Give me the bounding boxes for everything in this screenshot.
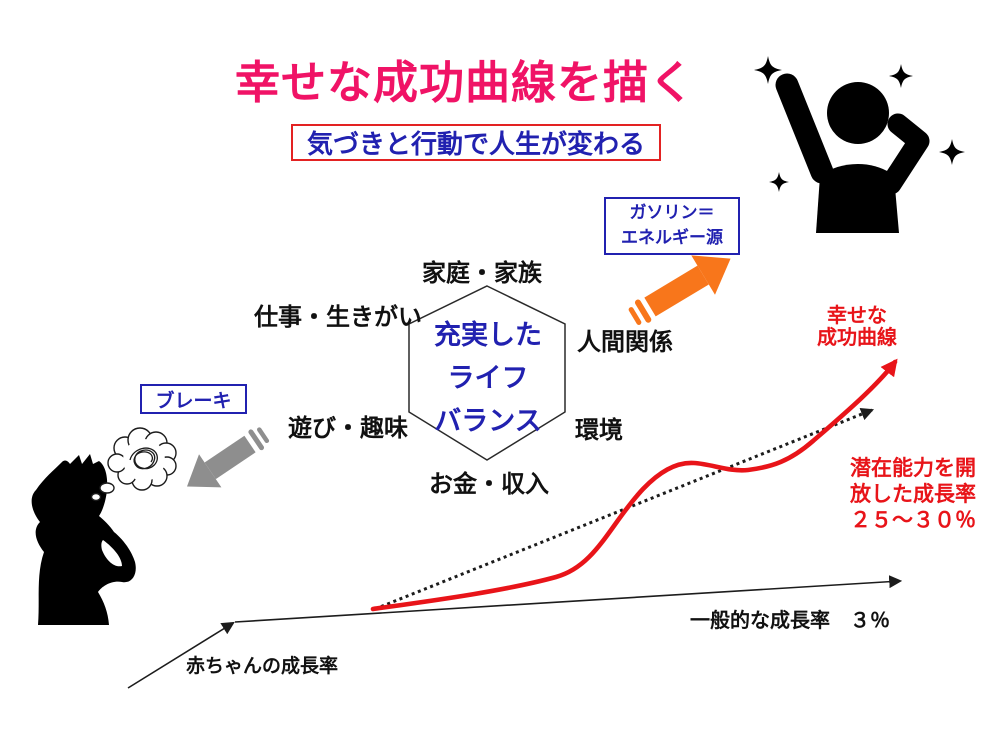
thought-bubble-icon <box>90 427 177 502</box>
baby-growth-line <box>127 621 235 689</box>
happy-curve-label: 幸せな 成功曲線 <box>817 304 897 348</box>
subtitle-box: 気づきと行動で人生が変わる <box>291 124 661 161</box>
page-title: 幸せな成功曲線を描く <box>234 56 696 109</box>
happy-curve-line2: 成功曲線 <box>817 325 897 349</box>
hexagon-center-line2: ライフ <box>447 363 529 394</box>
sparkle-icon <box>889 64 913 88</box>
brake-arrow-icon <box>186 427 270 488</box>
sparkle-icon <box>939 139 965 165</box>
happy-curve-line1: 幸せな <box>827 303 887 327</box>
sparkle-icon <box>769 172 789 192</box>
factor-family-label: 家庭・家族 <box>422 259 542 287</box>
general-growth-label: 一般的な成長率 ３％ <box>690 608 890 632</box>
gasoline-callout-box: ガソリン＝ エネルギー源 <box>604 197 740 255</box>
brake-label: ブレーキ <box>155 389 232 412</box>
gasoline-line1: ガソリン＝ <box>629 203 715 223</box>
hexagon-center-line3: バランス <box>434 406 542 437</box>
potential-line3: ２５～３０％ <box>850 508 976 532</box>
celebrating-person-icon <box>754 56 965 233</box>
potential-line2: 放した成長率 <box>850 482 976 506</box>
life-balance-hexagon <box>408 285 566 461</box>
baby-growth-label: 赤ちゃんの成長率 <box>186 655 339 677</box>
energy-arrow-icon <box>628 255 731 325</box>
general-growth-line <box>234 575 903 623</box>
happy-success-curve <box>370 358 898 612</box>
factor-money-label: お金・収入 <box>429 470 549 498</box>
brake-callout-box: ブレーキ <box>140 384 247 414</box>
factor-play-label: 遊び・趣味 <box>288 414 408 442</box>
confused-person-icon <box>31 454 136 625</box>
factor-work-label: 仕事・生きがい <box>254 303 422 331</box>
factor-relationships-label: 人間関係 <box>577 328 673 356</box>
potential-line1: 潜在能力を開 <box>850 456 976 480</box>
factor-environment-label: 環境 <box>575 416 623 444</box>
potential-growth-label: 潜在能力を開 放した成長率 ２５～３０％ <box>829 455 997 533</box>
subtitle-text: 気づきと行動で人生が変わる <box>306 130 645 160</box>
hexagon-center-text: 充実した ライフ バランス <box>434 314 542 443</box>
hexagon-center-line1: 充実した <box>434 320 542 351</box>
gasoline-line2: エネルギー源 <box>621 228 723 248</box>
